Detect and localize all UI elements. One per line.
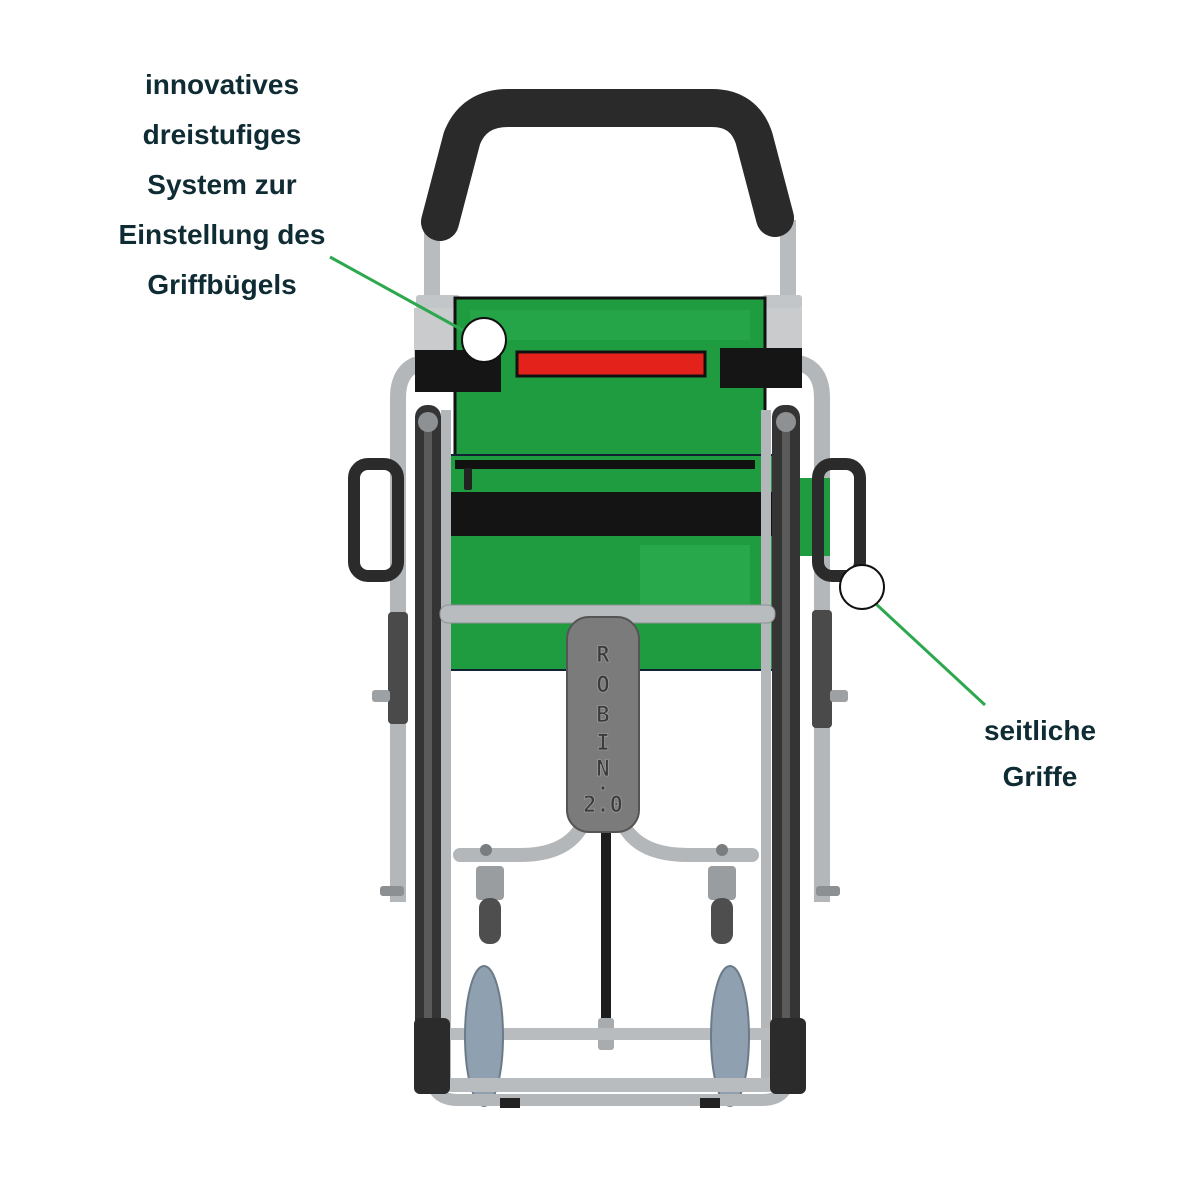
right-castor-fork [708,866,736,900]
right-adjuster-cap [762,295,802,309]
right-foot-pad [700,1098,720,1108]
base-upper-bar [445,1028,775,1040]
backrest [415,296,802,468]
callout-side-handles: seitliche Griffe [930,708,1150,800]
plate-letter-o: O [596,673,609,698]
push-handle [414,89,802,356]
callout-line: Einstellung des [118,219,326,250]
base-frame [414,965,806,1108]
callout-line: System zur [147,169,297,200]
zipper-pull [464,468,472,490]
model-plate: R O B I N . 2.0 [566,616,640,833]
right-castor-arm [617,819,759,862]
centre-strut [601,830,611,1025]
right-arm-cap [716,844,728,856]
left-base-bracket [414,1018,450,1094]
plate-letter-r: R [596,643,610,668]
left-rail-pivot [418,412,438,432]
left-side-handle [348,458,404,582]
plate-letter-dot: . [596,771,609,796]
plate-letter-b: B [596,703,609,728]
callout-line: Griffe [1002,761,1078,792]
right-rail-pivot [776,412,796,432]
callout-handle-adjustment: innovatives dreistufiges System zur Eins… [62,60,382,310]
callout-line: seitliche [983,715,1097,746]
seat-bag-shine [640,545,750,615]
seat-belt [443,492,773,536]
left-foot-cap [380,886,404,896]
callout-leaders [329,255,987,707]
callout-line: dreistufiges [142,119,302,150]
left-castor-arm [453,819,589,862]
plate-letter-i: I [596,731,609,756]
callout-marker-side-handles [839,564,885,610]
left-track-stripe [424,430,432,1060]
plate-letter-n: N [596,757,609,782]
model-plate-body [566,616,640,833]
leader-line-side-handles [874,602,987,707]
right-foot-cap [816,886,840,896]
right-base-bracket [770,1018,806,1094]
left-arm-cap [480,844,492,856]
left-castor-wheel [479,898,501,944]
callout-line: innovatives [144,69,300,100]
left-adjuster-cap [416,295,460,309]
left-tube-sleeve [388,612,408,724]
right-tube-sleeve [812,610,832,728]
base-lower-bar [445,1078,775,1092]
track-rails [415,405,800,1085]
castor-assembly [453,819,759,944]
plate-model-number: 2.0 [583,793,623,818]
callout-marker-handle [461,317,507,363]
left-foot-pad [500,1098,520,1108]
right-castor-wheel [711,898,733,944]
leader-line-handle [329,255,467,334]
red-carry-strap [515,350,707,378]
left-knob [372,690,390,702]
right-frame-plate [764,308,802,354]
callout-line: Griffbügels [147,269,297,300]
right-knob [830,690,848,702]
zipper [455,460,755,469]
backrest-shine [470,310,750,340]
right-side-handle [812,458,866,582]
right-top-strap [720,348,802,388]
right-track-stripe [782,430,790,1060]
left-castor-fork [476,866,504,900]
handle-grip [421,89,794,241]
side-handles [348,458,866,582]
